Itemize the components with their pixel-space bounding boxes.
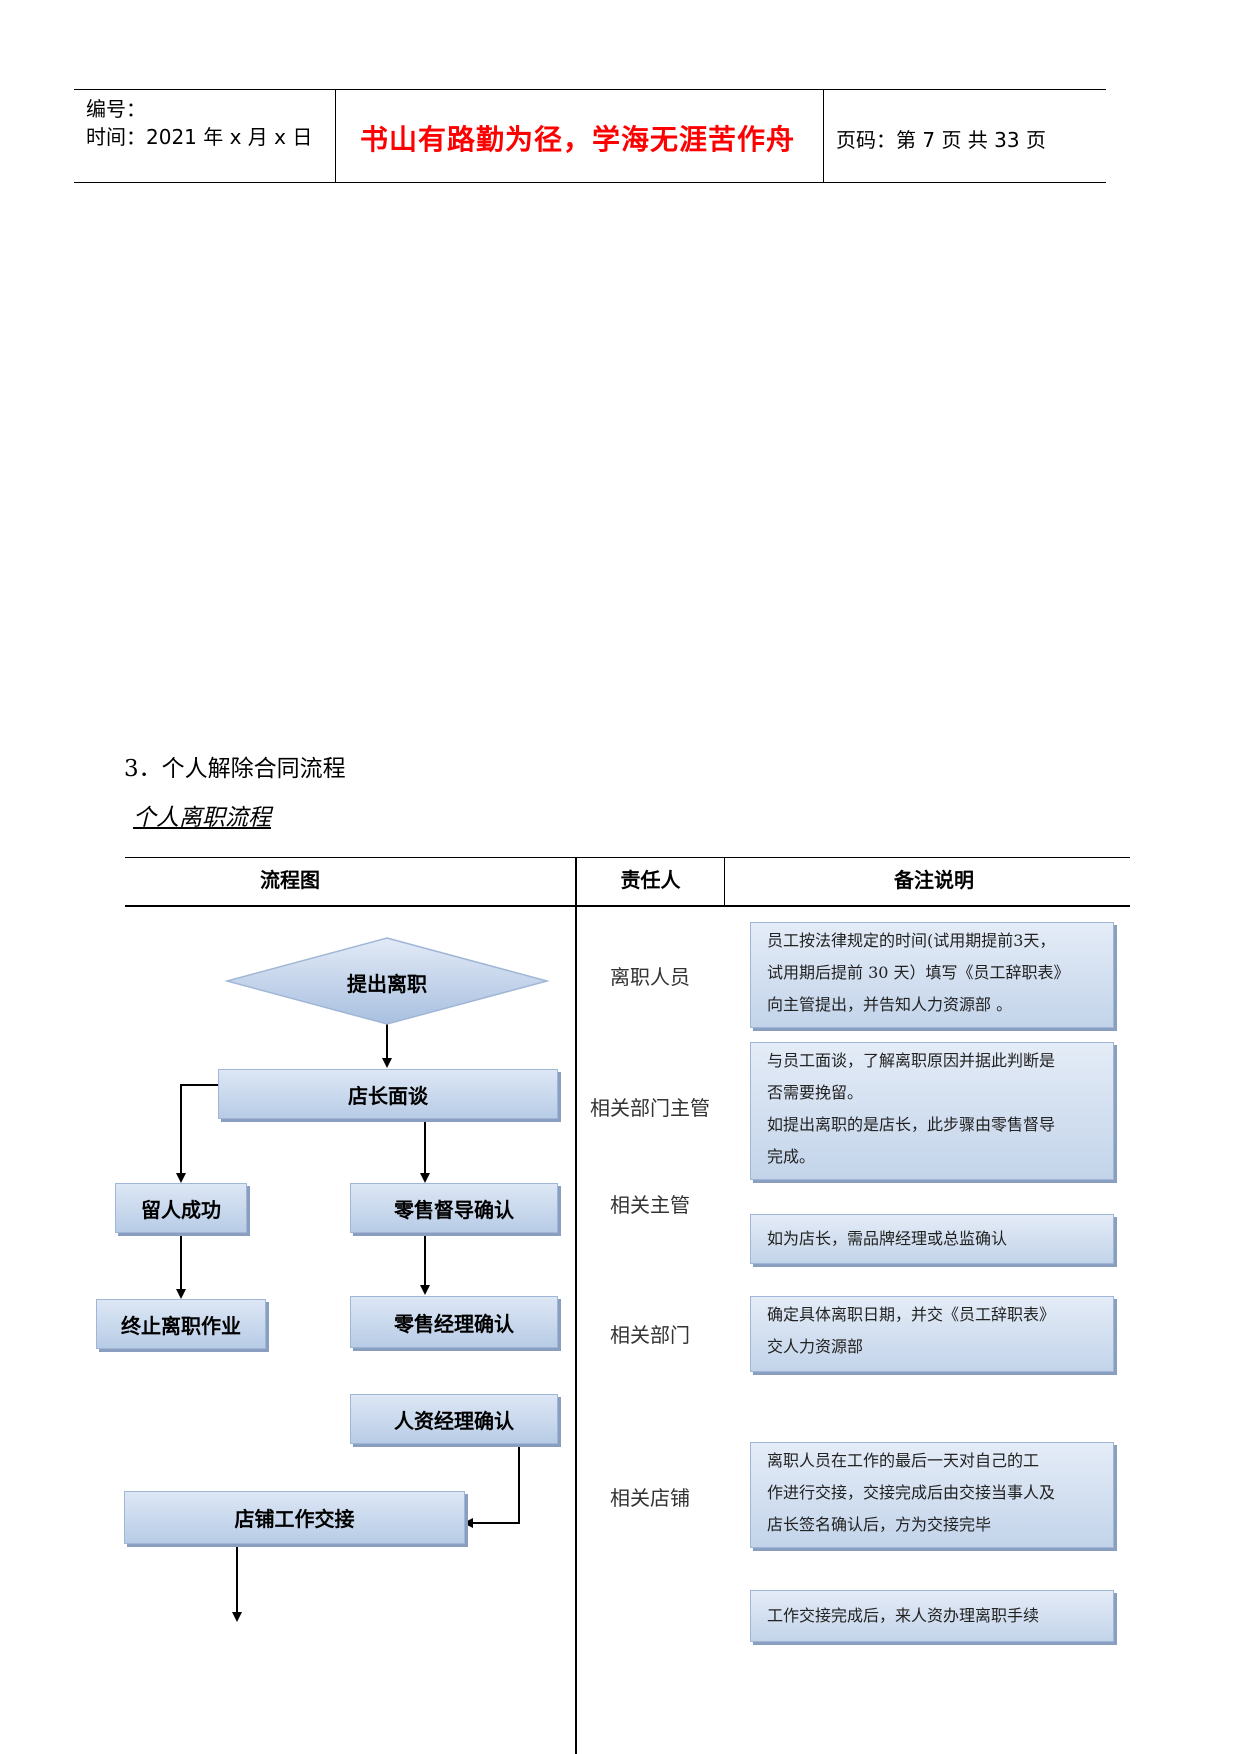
col-header-flowchart: 流程图 <box>260 868 320 892</box>
note-line: 工作交接完成后，来人资办理离职手续 <box>767 1606 1040 1625</box>
arrow-interview-to-retain <box>176 1084 218 1183</box>
note-box: 工作交接完成后，来人资办理离职手续 <box>750 1590 1114 1642</box>
note-line: 员工按法律规定的时间(试用期提前3天， <box>767 931 1056 950</box>
responsible-cell: 相关部门 <box>610 1323 690 1347</box>
flow-step-submit-resignation: 提出离职 <box>347 972 427 996</box>
note-box: 离职人员在工作的最后一天对自己的工 作进行交接，交接完成后由交接当事人及 店长签… <box>750 1442 1114 1548</box>
flow-step-retail-manager-confirm: 零售经理确认 <box>350 1296 558 1348</box>
note-box: 员工按法律规定的时间(试用期提前3天， 试用期后提前 30 天）填写《员工辞职表… <box>750 922 1114 1028</box>
table-col-divider-2 <box>724 857 725 907</box>
header-bottom-rule <box>74 182 1106 183</box>
note-line: 交人力资源部 <box>767 1337 864 1356</box>
note-line: 如提出离职的是店长，此步骤由零售督导 <box>767 1115 1056 1134</box>
responsible-cell: 相关店铺 <box>610 1486 690 1510</box>
flow-step-supervisor-confirm: 零售督导确认 <box>350 1183 558 1233</box>
flow-step-retain-success: 留人成功 <box>115 1183 247 1233</box>
flow-step-manager-interview: 店长面谈 <box>218 1069 558 1119</box>
note-line: 否需要挽留。 <box>767 1083 864 1102</box>
flow-step-terminate: 终止离职作业 <box>96 1299 266 1349</box>
note-line: 作进行交接，交接完成后由交接当事人及 <box>767 1483 1056 1502</box>
responsible-cell: 相关主管 <box>610 1193 690 1217</box>
header-top-rule <box>74 89 1106 90</box>
table-col-divider-1 <box>575 857 577 1754</box>
table-top-rule <box>125 857 1130 858</box>
note-box: 与员工面谈，了解离职原因并据此判断是 否需要挽留。 如提出离职的是店长，此步骤由… <box>750 1042 1114 1180</box>
note-line: 确定具体离职日期，并交《员工辞职表》 <box>767 1305 1056 1324</box>
col-header-responsible: 责任人 <box>620 868 681 892</box>
doc-number-label: 编号： <box>86 97 146 121</box>
motto-text: 书山有路勤为径，学海无涯苦作舟 <box>360 123 796 156</box>
doc-time-label: 时间：2021 年 x 月 x 日 <box>86 125 313 149</box>
note-line: 完成。 <box>767 1147 816 1166</box>
note-line: 试用期后提前 30 天）填写《员工辞职表》 <box>767 963 1070 982</box>
diamond-shape <box>224 937 550 1025</box>
section-heading: 3．个人解除合同流程 <box>124 756 346 782</box>
responsible-cell: 离职人员 <box>610 965 690 989</box>
header-divider-right <box>823 89 824 182</box>
note-box: 确定具体离职日期，并交《员工辞职表》 交人力资源部 <box>750 1296 1114 1372</box>
note-line: 离职人员在工作的最后一天对自己的工 <box>767 1451 1040 1470</box>
arrow-hr-to-handover <box>463 1443 520 1528</box>
header-divider-left <box>335 89 336 182</box>
note-box: 如为店长，需品牌经理或总监确认 <box>750 1214 1114 1264</box>
note-line: 与员工面谈，了解离职原因并据此判断是 <box>767 1051 1056 1070</box>
page-number-label: 页码：第 7 页 共 33 页 <box>836 128 1046 152</box>
responsible-cell: 相关部门主管 <box>590 1096 710 1120</box>
flow-step-hr-manager-confirm: 人资经理确认 <box>350 1394 558 1444</box>
flow-step-store-handover: 店铺工作交接 <box>124 1491 465 1544</box>
col-header-notes: 备注说明 <box>894 868 974 892</box>
note-line: 向主管提出，并告知人力资源部 。 <box>767 995 1013 1014</box>
note-line: 如为店长，需品牌经理或总监确认 <box>767 1229 1008 1248</box>
flow-subtitle: 个人离职流程 <box>133 805 271 831</box>
note-line: 店长签名确认后，方为交接完毕 <box>767 1515 992 1534</box>
table-header-rule <box>125 905 1130 907</box>
